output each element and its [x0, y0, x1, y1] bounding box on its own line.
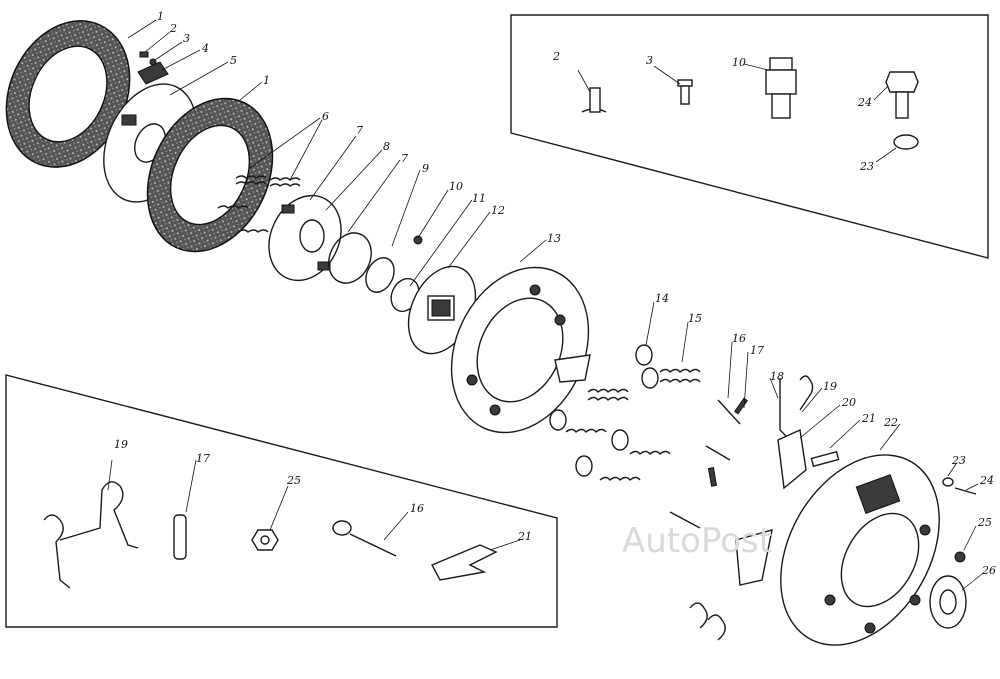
callout-label: 7	[401, 152, 408, 165]
callout-label: 25	[977, 516, 992, 529]
callout-label: 26	[981, 564, 996, 577]
callout-labels-inset-bottom: 19 17 25 16 21	[114, 438, 532, 543]
callout-label: 4	[201, 42, 209, 55]
callout-label: 7	[356, 124, 363, 137]
callout-label: 1	[157, 10, 164, 23]
callout-label: 25	[286, 474, 301, 487]
callout-label: 16	[732, 332, 746, 345]
bolt-24	[954, 487, 977, 495]
callout-label: 14	[655, 292, 669, 305]
callout-label: 13	[547, 232, 561, 245]
callout-label: 12	[491, 204, 505, 217]
bell-housing-22	[780, 454, 940, 646]
callout-label: 3	[646, 54, 653, 67]
callout-label: 8	[383, 140, 390, 153]
part-10-nut	[413, 235, 423, 245]
friction-disc-left	[5, 20, 131, 168]
callout-label: 19	[823, 380, 837, 393]
callout-label: 16	[410, 502, 424, 515]
callout-label: 23	[859, 160, 874, 173]
springs-15	[565, 368, 701, 481]
callout-label: 10	[732, 56, 746, 69]
callout-label: 23	[951, 454, 966, 467]
watermark: AutoPost	[622, 521, 772, 561]
callout-label: 18	[770, 370, 784, 383]
inset-frame-top	[510, 14, 989, 259]
nut-25	[954, 551, 966, 563]
callout-label: 3	[183, 32, 190, 45]
part-2-pin	[139, 51, 149, 58]
callout-label: 20	[841, 396, 856, 409]
flange-26	[929, 575, 967, 629]
callout-label: 24	[857, 96, 872, 109]
levers-group	[669, 375, 840, 641]
callout-label: 1	[263, 74, 270, 87]
springs-6	[217, 175, 301, 233]
callout-label: 21	[517, 530, 532, 543]
inset-top-parts	[581, 57, 919, 150]
callout-label: 17	[750, 344, 764, 357]
callout-label: 2	[169, 22, 177, 35]
inset-frame-bottom	[5, 374, 558, 628]
inset-bottom-parts	[43, 481, 498, 589]
callout-label: 11	[472, 192, 486, 205]
callout-label: 6	[322, 110, 329, 123]
clutch-housing-13	[450, 266, 591, 434]
washers-14	[549, 344, 659, 477]
hub-plate	[268, 194, 342, 282]
washer-23	[942, 477, 954, 487]
callout-label: 2	[552, 50, 560, 63]
callout-label: 24	[979, 474, 994, 487]
part-4-clip	[137, 61, 169, 85]
callout-label: 21	[861, 412, 876, 425]
callout-label: 15	[688, 312, 702, 325]
washer-9	[365, 257, 395, 293]
callout-label: 19	[114, 438, 128, 451]
callout-label: 17	[196, 452, 210, 465]
callout-label: 22	[883, 416, 898, 429]
ring-8	[328, 232, 372, 284]
leader-lines	[107, 19, 983, 591]
friction-disc-right	[146, 97, 274, 253]
callout-label: 10	[449, 180, 463, 193]
callout-label: 9	[422, 162, 429, 175]
callout-label: 5	[230, 54, 237, 67]
